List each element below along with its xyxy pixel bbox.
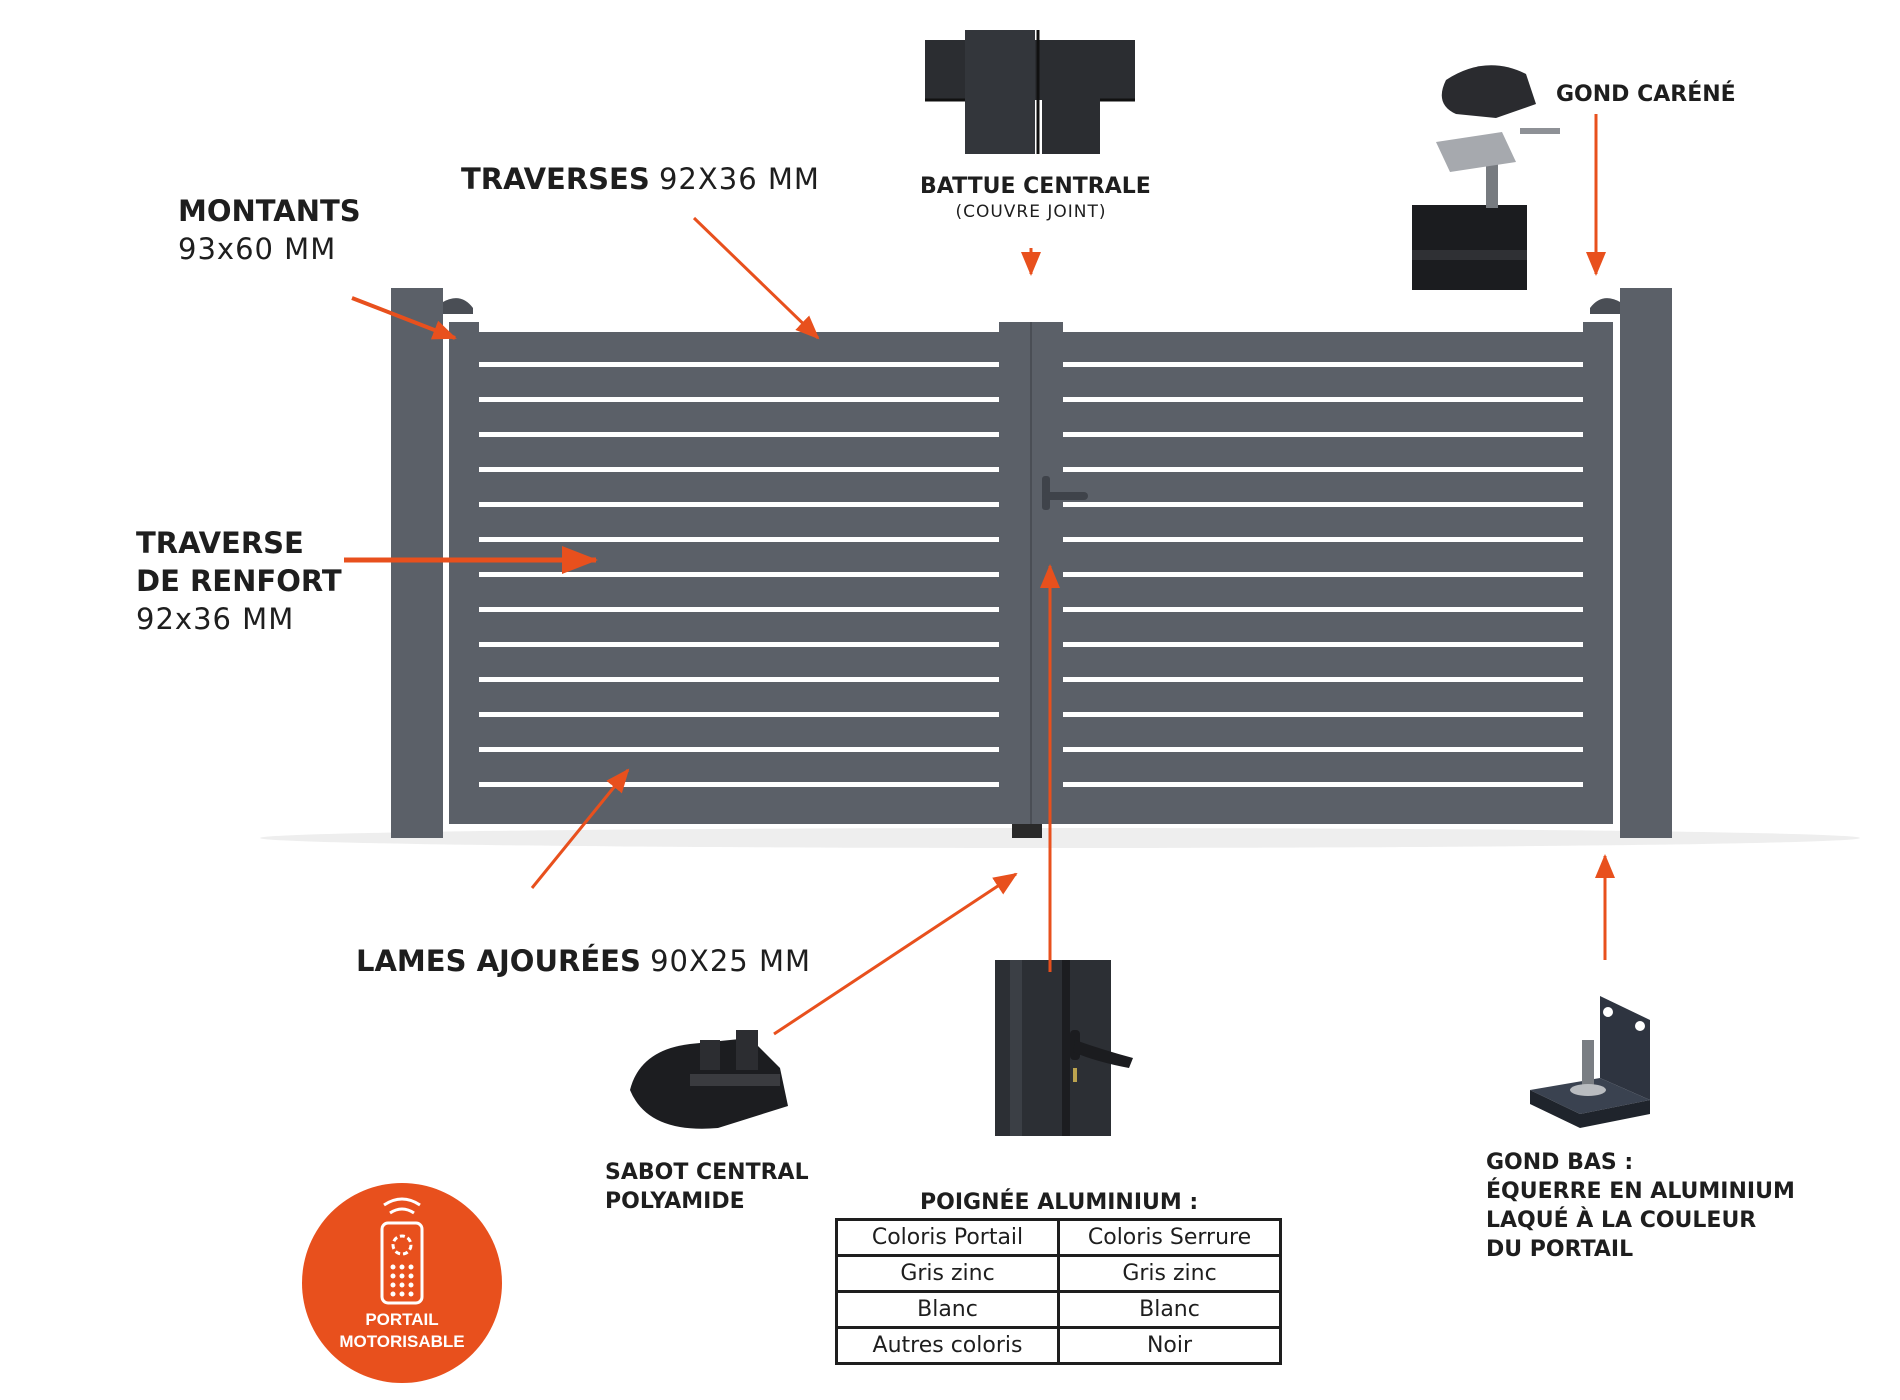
handle-table-title: POIGNÉE ALUMINIUM :: [920, 1190, 1199, 1215]
gate-slat-gaps: [479, 362, 999, 787]
renfort-line2: DE RENFORT: [136, 564, 342, 598]
battue-sub: (COUVRE JOINT): [955, 202, 1107, 222]
gond-bas-line1: GOND BAS :: [1486, 1150, 1634, 1175]
table-row: Blanc Blanc: [835, 1290, 1282, 1329]
remote-control-icon: [380, 1197, 424, 1305]
renfort-line1: TRAVERSE: [136, 526, 304, 560]
sabot-central-detail-icon: [630, 1030, 788, 1129]
gond-carene-detail-icon: [1412, 65, 1560, 290]
gate-left-leaf: [449, 322, 999, 824]
label-sabot: SABOT CENTRAL POLYAMIDE: [605, 1158, 809, 1216]
badge-line1: PORTAIL: [365, 1310, 439, 1329]
table-cell: Gris zinc: [1057, 1254, 1282, 1293]
label-gond-bas: GOND BAS : ÉQUERRE EN ALUMINIUM LAQUÉ À …: [1486, 1148, 1795, 1264]
table-header-row: Coloris Portail Coloris Serrure: [835, 1218, 1282, 1257]
gond-bas-detail-icon: [1530, 996, 1650, 1128]
gate-handle-icon: [1042, 476, 1088, 510]
badge-text: PORTAIL MOTORISABLE: [302, 1309, 502, 1353]
table-header-cell: Coloris Serrure: [1057, 1218, 1282, 1257]
table-cell: Blanc: [835, 1290, 1060, 1329]
table-cell: Blanc: [1057, 1290, 1282, 1329]
montants-title: MONTANTS: [178, 194, 361, 228]
label-gond-carene: GOND CARÉNÉ: [1556, 82, 1736, 107]
traverses-title: TRAVERSES: [461, 162, 650, 196]
badge-line2: MOTORISABLE: [339, 1332, 465, 1351]
renfort-dim: 92x36 MM: [136, 602, 295, 636]
left-post: [391, 288, 443, 838]
right-post: [1620, 288, 1672, 838]
label-battue: BATTUE CENTRALE (COUVRE JOINT): [920, 172, 1151, 223]
table-cell: Noir: [1057, 1326, 1282, 1365]
left-hinge-cap: [443, 298, 473, 314]
right-hinge-cap: [1590, 298, 1620, 314]
gond-bas-line3: LAQUÉ À LA COULEUR: [1486, 1208, 1757, 1233]
table-cell: Autres coloris: [835, 1326, 1060, 1365]
label-lames: LAMES AJOURÉES 90X25 MM: [356, 942, 811, 980]
gond-bas-line2: ÉQUERRE EN ALUMINIUM: [1486, 1179, 1795, 1204]
arrow-montants: [351, 296, 457, 340]
montants-dim: 93x60 MM: [178, 232, 337, 266]
table-cell: Gris zinc: [835, 1254, 1060, 1293]
sabot-line1: SABOT CENTRAL: [605, 1160, 809, 1185]
battue-title: BATTUE CENTRALE: [920, 174, 1151, 199]
traverses-dim: 92X36 MM: [658, 162, 820, 196]
table-row: Autres coloris Noir: [835, 1326, 1282, 1365]
lames-dim: 90X25 MM: [650, 944, 812, 978]
table-header-cell: Coloris Portail: [835, 1218, 1060, 1257]
central-floor-stop: [1012, 824, 1042, 838]
battue-centrale-detail-icon: [922, 28, 1135, 154]
portail-motorisable-badge: PORTAIL MOTORISABLE: [302, 1183, 502, 1383]
arrow-traverses: [692, 216, 820, 340]
label-traverses: TRAVERSES 92X36 MM: [461, 160, 820, 198]
arrow-lames: [530, 768, 630, 889]
table-row: Gris zinc Gris zinc: [835, 1254, 1282, 1293]
handle-color-table: Coloris Portail Coloris Serrure Gris zin…: [835, 1218, 1282, 1365]
gond-bas-line4: DU PORTAIL: [1486, 1237, 1634, 1262]
gate-right-leaf: [1063, 322, 1613, 824]
label-montants: MONTANTS 93x60 MM: [178, 192, 361, 268]
arrow-sabot: [773, 872, 1018, 1036]
poignee-detail-icon: [995, 960, 1133, 1136]
sabot-line2: POLYAMIDE: [605, 1189, 745, 1214]
lames-title: LAMES AJOURÉES: [356, 944, 641, 978]
ground-shadow: [260, 828, 1860, 848]
label-traverse-renfort: TRAVERSE DE RENFORT 92x36 MM: [136, 524, 342, 638]
